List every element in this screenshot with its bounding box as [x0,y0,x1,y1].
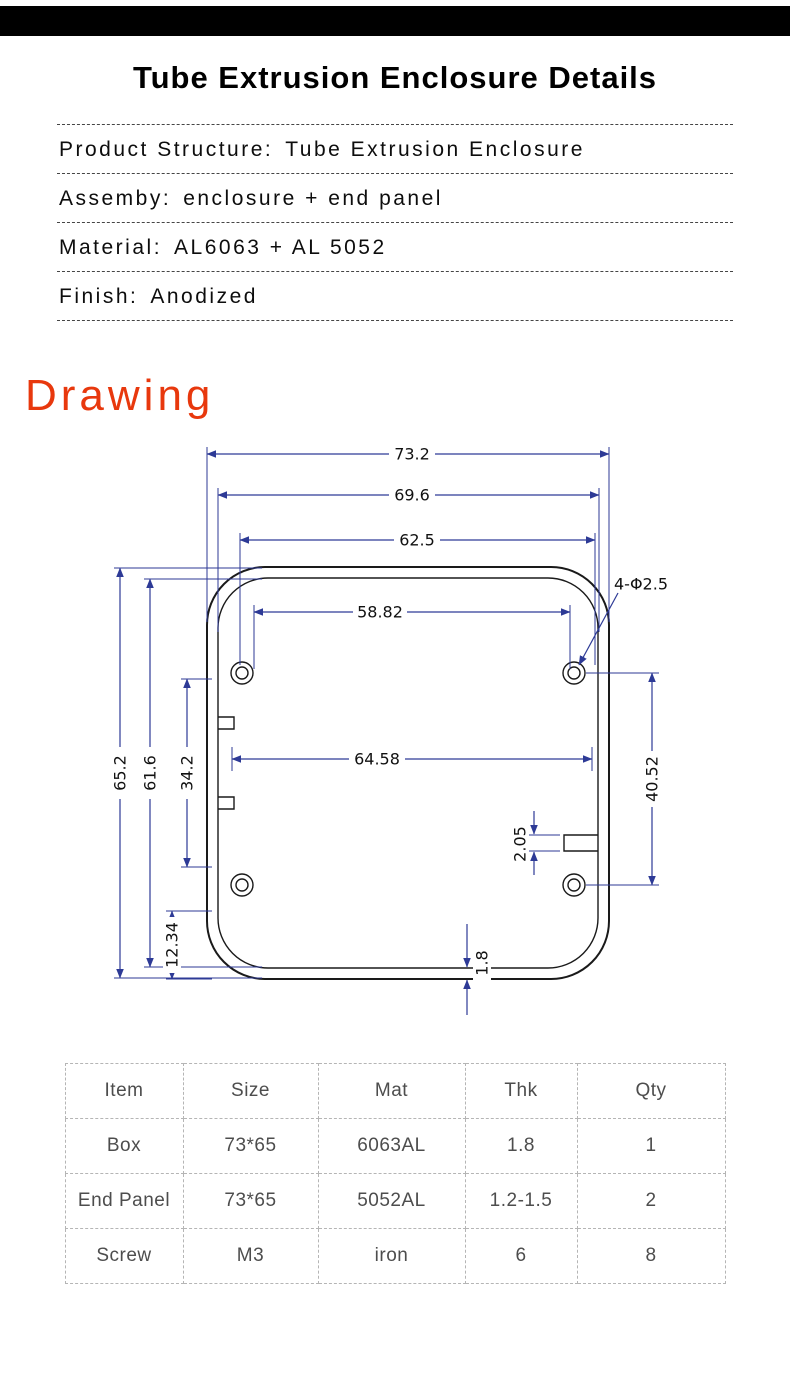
screw-boss-bottom-right [562,873,586,897]
pcb-slot-rib-lower [218,796,235,810]
table-row-box: Box 73*65 6063AL 1.8 1 [64,1118,726,1174]
table-header-thk: Thk [464,1063,578,1119]
spec-label: Material: [59,236,163,259]
table-cell: 1 [576,1118,726,1174]
top-bar [0,6,790,36]
table-cell: Screw [64,1228,184,1284]
dim-width-mid1: 69.6 [217,486,600,632]
dim-label-73-2: 73.2 [394,445,430,464]
table-row-screw: Screw M3 iron 6 8 [64,1228,726,1284]
table-cell: End Panel [64,1173,184,1229]
dim-rib-gap: 2.05 [511,811,560,875]
dim-label-34-2: 34.2 [178,755,197,791]
table-header-qty: Qty [576,1063,726,1119]
spec-item-finish: Finish: Anodized [57,272,733,321]
table-cell: Box [64,1118,184,1174]
bottom-spacer [0,1284,790,1330]
table-header-item: Item [64,1063,184,1119]
pcb-slot-rib-upper [218,716,235,730]
dim-label-1-8: 1.8 [473,950,492,975]
spec-list: Product Structure: Tube Extrusion Enclosu… [57,124,733,321]
spec-label: Finish: [59,285,139,308]
dim-height-mid: 34.2 [178,678,212,868]
dim-hole-callout: 4-Φ2.5 [578,575,668,666]
spec-value: Anodized [150,285,258,308]
dim-width-inner: 64.58 [231,747,593,771]
table-header-mat: Mat [317,1063,466,1119]
spec-item-material: Material: AL6063 + AL 5052 [57,223,733,272]
dim-label-62-5: 62.5 [399,531,435,550]
dim-wall-thickness: 1.8 [463,924,492,1015]
dim-label-holes: 4-Φ2.5 [614,575,668,594]
spec-value: Tube Extrusion Enclosure [285,138,585,161]
dim-label-12-34: 12.34 [163,922,182,968]
spec-value: enclosure + end panel [183,187,443,210]
drawing-heading: Drawing [25,371,215,420]
table-cell: 6063AL [317,1118,466,1174]
dim-height-inner: 61.6 [141,578,262,968]
spec-label: Assemby: [59,187,172,210]
dim-label-2-05: 2.05 [511,826,530,862]
dim-label-40-52: 40.52 [643,756,662,802]
table-row-end-panel: End Panel 73*65 5052AL 1.2-1.5 2 [64,1173,726,1229]
dim-width-mid2: 62.5 [239,531,596,665]
screw-boss-bottom-left [230,873,254,897]
table-cell: iron [317,1228,466,1284]
spec-value: AL6063 + AL 5052 [174,236,387,259]
table-cell: M3 [182,1228,319,1284]
dim-width-mid3: 58.82 [253,603,571,669]
enclosure-outline [206,566,610,980]
table-header-row: Item Size Mat Thk Qty [64,1063,726,1119]
screw-boss-top-right [562,661,586,685]
dim-height-outer: 65.2 [111,567,262,979]
screw-boss-top-left [230,661,254,685]
table-cell: 73*65 [182,1118,319,1174]
table-cell: 8 [576,1228,726,1284]
dim-height-bottom: 12.34 [163,910,212,980]
table-cell: 5052AL [317,1173,466,1229]
technical-drawing: 73.2 69.6 62.5 58.82 4-Φ2.5 [111,445,668,1015]
dim-width-outer: 73.2 [206,445,610,622]
dim-hole-spacing: 40.52 [586,672,662,886]
spec-label: Product Structure: [59,138,274,161]
table-header-size: Size [182,1063,319,1119]
spec-item-assembly: Assemby: enclosure + end panel [57,174,733,223]
dim-label-61-6: 61.6 [141,755,160,791]
page-title: Tube Extrusion Enclosure Details [132,60,658,95]
table-cell: 2 [576,1173,726,1229]
table-cell: 1.2-1.5 [464,1173,578,1229]
table-cell: 6 [464,1228,578,1284]
spec-item-structure: Product Structure: Tube Extrusion Enclosu… [57,125,733,174]
dim-label-65-2: 65.2 [111,755,130,791]
table-cell: 73*65 [182,1173,319,1229]
dim-label-69-6: 69.6 [394,486,430,505]
table-cell: 1.8 [464,1118,578,1174]
dim-label-58-82: 58.82 [357,603,403,622]
right-wall-rib [563,834,598,852]
spec-table: Item Size Mat Thk Qty Box 73*65 6063AL 1… [64,1063,726,1284]
dim-label-64-58: 64.58 [354,750,400,769]
